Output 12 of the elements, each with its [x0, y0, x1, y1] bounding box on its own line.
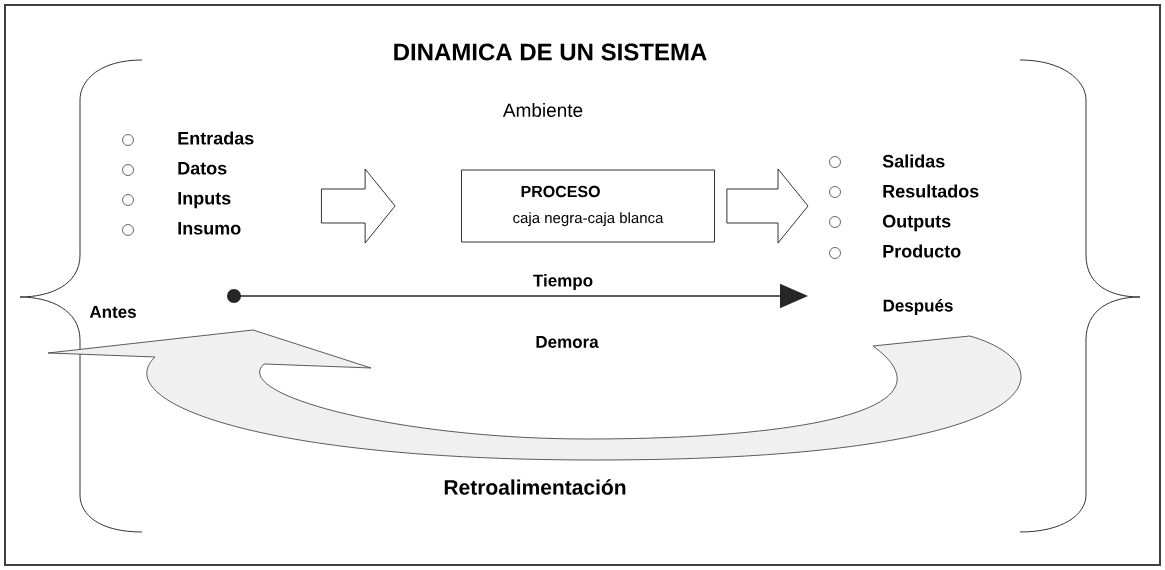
item-list: Salidas Resultados Outputs Producto: [882, 154, 979, 258]
axis-label: Después: [883, 299, 953, 315]
item-list: Entradas Datos Inputs Insumo: [178, 131, 254, 235]
axis-label: Demora: [536, 336, 599, 348]
title: DINAMICA DE UN SISTEMA: [394, 43, 707, 61]
block-arrow: [726, 168, 809, 244]
axis-label: Antes: [89, 306, 136, 318]
heading-text: Ambiente: [502, 103, 583, 117]
block-arrow: [321, 168, 396, 244]
process-box: PROCESO caja negra-caja blanca: [461, 169, 715, 243]
arrow-label: Retroalimentación: [444, 479, 626, 495]
axis-label: Tiempo: [533, 274, 593, 290]
